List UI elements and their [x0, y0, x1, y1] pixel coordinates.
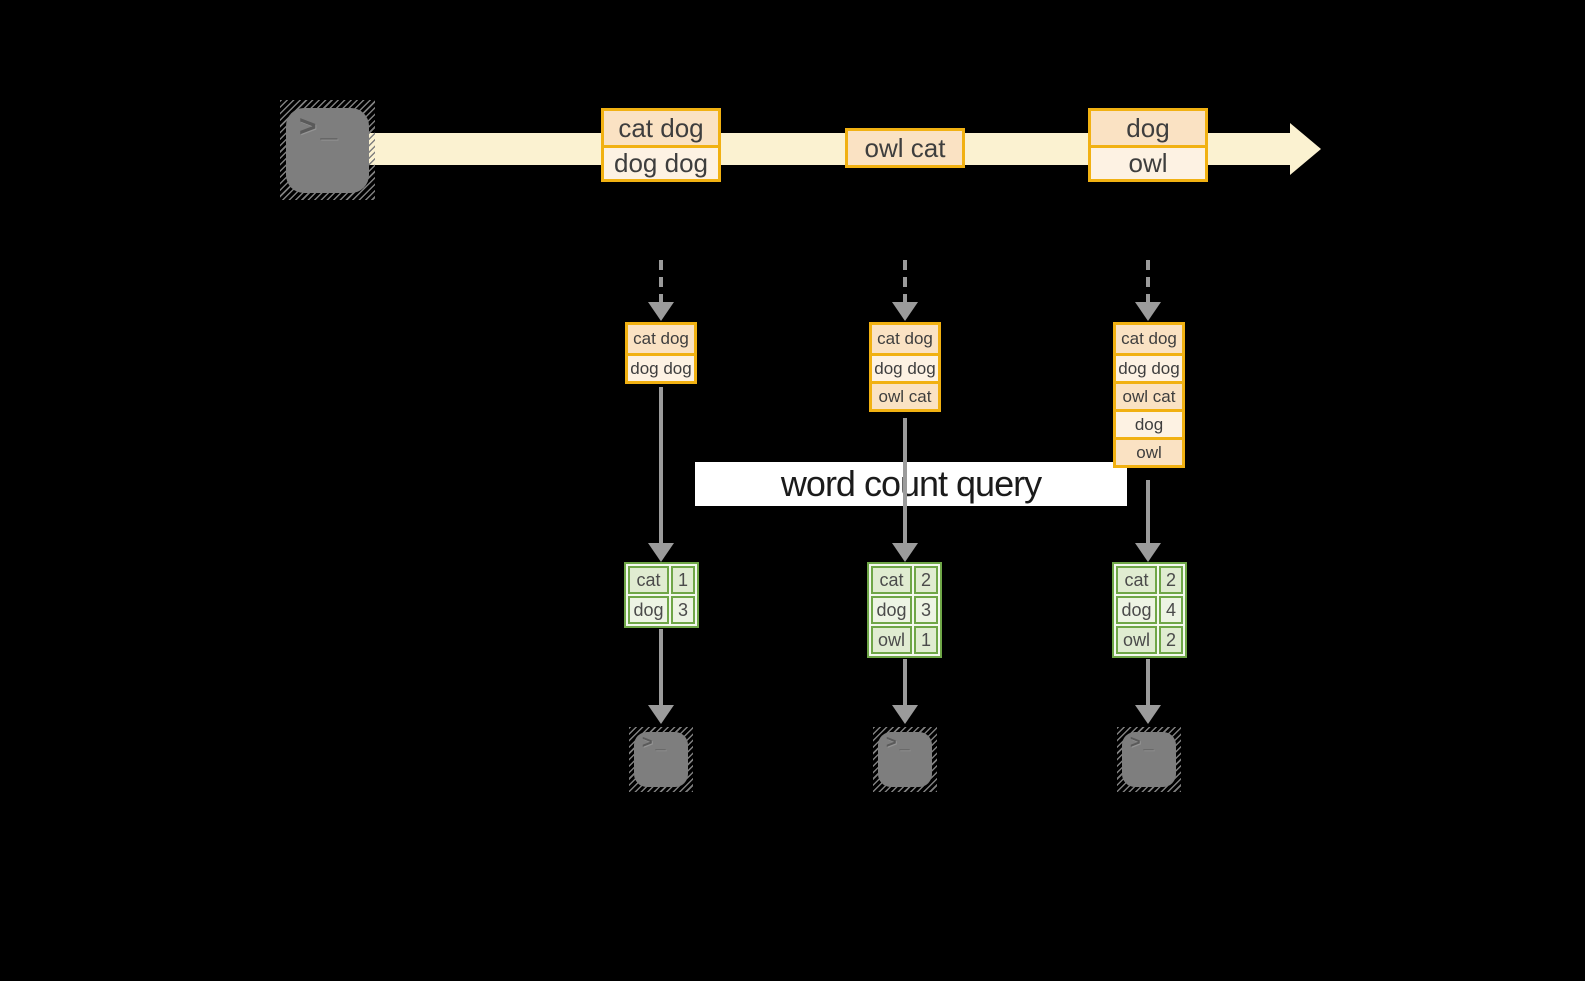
state-record: owl: [1116, 437, 1182, 465]
word-cell: cat: [1116, 566, 1157, 594]
arrow-line: [1146, 480, 1150, 543]
arrow-line: [903, 418, 907, 543]
stream-record: cat dog: [604, 111, 718, 145]
count-table-1: cat 1 dog 3: [624, 562, 699, 628]
terminal-prompt: >_: [1130, 732, 1157, 753]
stream-record: owl cat: [848, 131, 962, 165]
state-record: owl cat: [872, 381, 938, 409]
count-table-3: cat 2 dog 4 owl 2: [1112, 562, 1187, 658]
state-record: dog dog: [872, 353, 938, 381]
arrow-line: [659, 387, 663, 543]
word-cell: dog: [871, 596, 912, 624]
dashed-arrow-line: [659, 260, 663, 303]
state-record: owl cat: [1116, 381, 1182, 409]
word-cell: dog: [628, 596, 669, 624]
sink-terminal-icon: >_: [1117, 727, 1181, 792]
query-label: word count query: [695, 462, 1127, 506]
state-record: cat dog: [1116, 325, 1182, 353]
prompt-underscore-icon: _: [1143, 732, 1157, 752]
state-record: cat dog: [628, 325, 694, 353]
count-cell: 2: [1159, 566, 1183, 594]
prompt-chevron-icon: >: [1130, 732, 1144, 752]
state-box-2: cat dog dog dog owl cat: [869, 322, 941, 412]
stream-arrowhead-icon: [1290, 123, 1321, 175]
dashed-arrow-line: [1146, 260, 1150, 303]
prompt-underscore-icon: _: [655, 732, 669, 752]
count-cell: 1: [914, 626, 938, 654]
count-cell: 4: [1159, 596, 1183, 624]
terminal-face: >_: [878, 732, 932, 787]
terminal-face: >_: [286, 108, 369, 193]
dashed-arrow-line: [903, 260, 907, 303]
state-record: dog dog: [628, 353, 694, 381]
terminal-prompt: >_: [642, 732, 669, 753]
arrow-line: [903, 659, 907, 705]
word-cell: owl: [871, 626, 912, 654]
state-box-3: cat dog dog dog owl cat dog owl: [1113, 322, 1185, 468]
arrowhead-icon: [892, 543, 918, 562]
count-cell: 3: [914, 596, 938, 624]
arrowhead-icon: [1135, 705, 1161, 724]
prompt-underscore-icon: _: [320, 110, 342, 143]
prompt-chevron-icon: >: [299, 110, 321, 143]
stream-record: owl: [1091, 145, 1205, 179]
terminal-prompt: >_: [886, 732, 913, 753]
arrowhead-icon: [892, 705, 918, 724]
word-cell: cat: [871, 566, 912, 594]
count-cell: 2: [1159, 626, 1183, 654]
stream-batch-2: owl cat: [845, 128, 965, 168]
terminal-prompt: >_: [299, 110, 341, 144]
word-cell: dog: [1116, 596, 1157, 624]
terminal-face: >_: [634, 732, 688, 787]
sink-terminal-icon: >_: [873, 727, 937, 792]
count-table-2: cat 2 dog 3 owl 1: [867, 562, 942, 658]
prompt-chevron-icon: >: [886, 732, 900, 752]
count-cell: 1: [671, 566, 695, 594]
stream-record: dog dog: [604, 145, 718, 179]
source-terminal-icon: >_: [280, 100, 375, 200]
state-record: cat dog: [872, 325, 938, 353]
count-cell: 2: [914, 566, 938, 594]
arrowhead-icon: [1135, 543, 1161, 562]
count-cell: 3: [671, 596, 695, 624]
word-cell: cat: [628, 566, 669, 594]
state-record: dog dog: [1116, 353, 1182, 381]
state-record: dog: [1116, 409, 1182, 437]
stream-record: dog: [1091, 111, 1205, 145]
stream-batch-3: dog owl: [1088, 108, 1208, 182]
prompt-underscore-icon: _: [899, 732, 913, 752]
arrowhead-icon: [892, 302, 918, 321]
arrow-line: [1146, 659, 1150, 705]
prompt-chevron-icon: >: [642, 732, 656, 752]
terminal-face: >_: [1122, 732, 1176, 787]
word-cell: owl: [1116, 626, 1157, 654]
arrowhead-icon: [648, 705, 674, 724]
arrowhead-icon: [648, 543, 674, 562]
arrowhead-icon: [1135, 302, 1161, 321]
stream-batch-1: cat dog dog dog: [601, 108, 721, 182]
sink-terminal-icon: >_: [629, 727, 693, 792]
arrowhead-icon: [648, 302, 674, 321]
arrow-line: [659, 629, 663, 705]
state-box-1: cat dog dog dog: [625, 322, 697, 384]
